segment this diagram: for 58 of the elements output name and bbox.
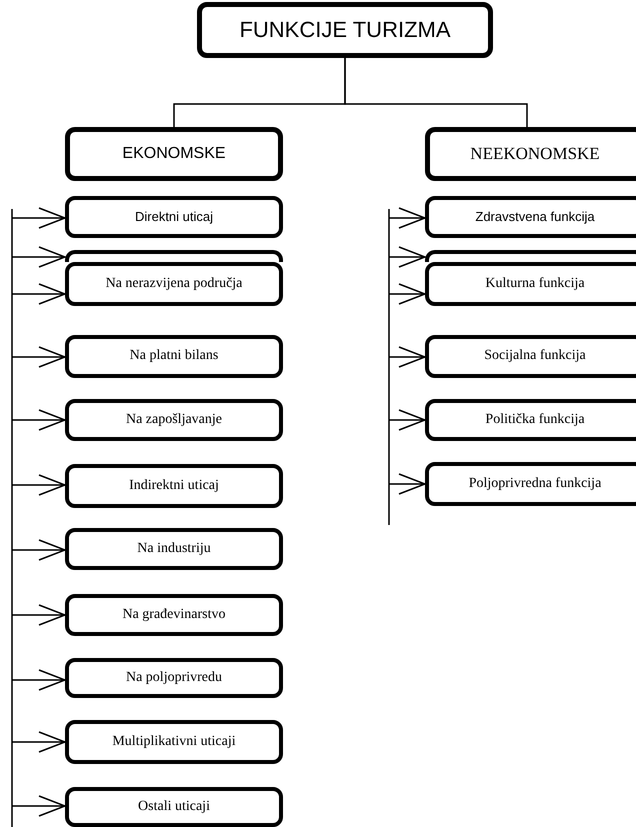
box-edge <box>425 250 636 262</box>
arrow <box>12 474 66 496</box>
box-label: Na zapošljavanje <box>126 412 222 428</box>
rounded-box <box>425 462 636 506</box>
arrow <box>389 346 426 368</box>
arrow <box>12 539 66 561</box>
box-label: EKONOMSKE <box>122 144 226 164</box>
arrow <box>12 346 66 368</box>
arrow <box>12 731 66 753</box>
box-label: Na građevinarstvo <box>122 606 226 624</box>
rounded-box <box>425 196 636 238</box>
rounded-box <box>65 399 283 441</box>
arrow <box>12 604 66 626</box>
rounded-box <box>65 658 283 698</box>
box-label: Indirektni uticaj <box>129 478 219 494</box>
title-box <box>197 2 493 58</box>
box-label: Poljoprivredna funkcija <box>468 476 602 492</box>
bracket-line <box>388 209 390 525</box>
box-label: Multiplikativni uticaji <box>112 734 236 750</box>
rounded-box <box>65 594 283 636</box>
rounded-box <box>65 720 283 764</box>
rounded-box <box>65 464 283 508</box>
box-label: Na poljoprivredu <box>126 670 222 686</box>
arrow <box>389 207 426 229</box>
arrow <box>389 409 426 431</box>
arrow <box>389 283 426 305</box>
rounded-box <box>425 335 636 378</box>
box-label: Direktni uticaj <box>134 210 214 224</box>
arrow <box>389 473 426 495</box>
box-label: Na nerazvijena područja <box>106 276 242 292</box>
rounded-box <box>425 127 636 181</box>
rounded-box <box>65 528 283 570</box>
arrow <box>12 795 66 817</box>
arrow <box>12 246 66 268</box>
rounded-box <box>65 262 283 306</box>
arrow <box>389 246 426 268</box>
arrow <box>12 207 66 229</box>
box-label: Na industriju <box>137 540 211 558</box>
rounded-box <box>425 399 636 441</box>
arrow <box>12 409 66 431</box>
rounded-box <box>425 262 636 306</box>
box-edge <box>65 250 283 262</box>
box-label: Socijalna funkcija <box>484 348 586 365</box>
box-label: Na platni bilans <box>130 348 218 365</box>
box-label: Ostali uticaji <box>138 798 210 816</box>
bracket-line <box>11 209 13 827</box>
box-label: Politička funkcija <box>485 412 585 428</box>
box-label: FUNKCIJE TURIZMA <box>239 17 451 43</box>
rounded-box <box>65 787 283 827</box>
rounded-box <box>65 196 283 238</box>
arrow <box>12 669 66 691</box>
rounded-box <box>65 127 283 181</box>
rounded-box <box>65 335 283 378</box>
box-label: NEEKONOMSKE <box>470 144 600 164</box>
box-label: Kulturna funkcija <box>485 276 585 292</box>
box-label: Zdravstvena funkcija <box>475 210 595 224</box>
connector-line <box>344 58 528 127</box>
arrow <box>12 283 66 305</box>
